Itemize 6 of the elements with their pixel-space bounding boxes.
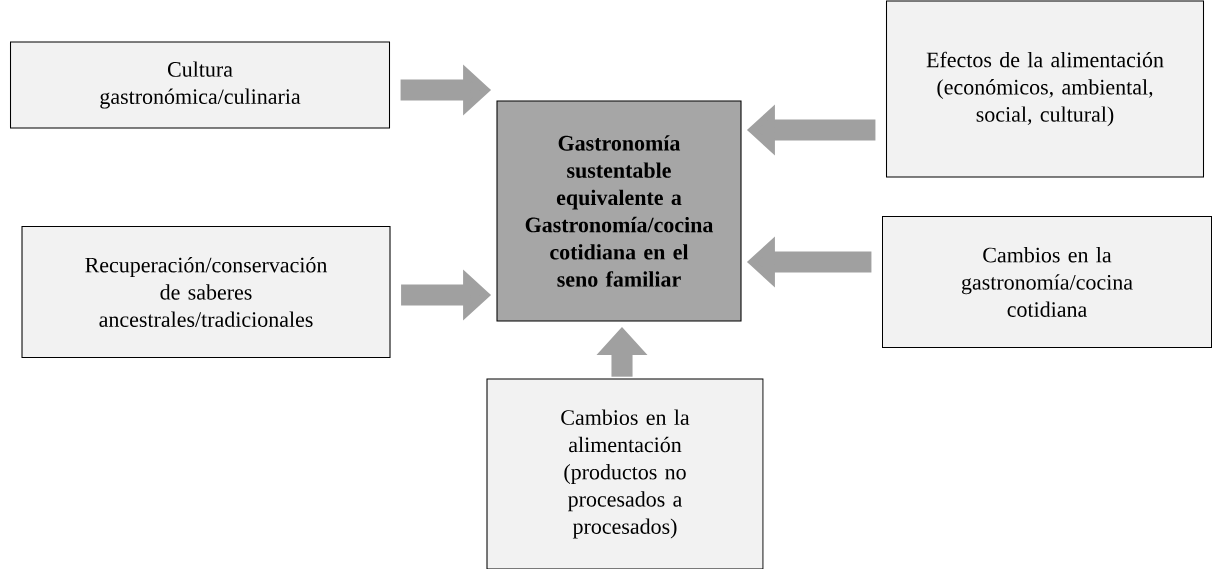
concept-box: Efectos de la alimentación (económicos, ambiental, social, cultural) [886,0,1205,178]
concept-box: Cambios en la gastronomía/cocina cotidiana [881,215,1212,348]
concept-box: Cambios en la alimentación (productos no procesados a procesados) [486,378,764,569]
concept-box: Recuperación/conservación de saberes ancestrales/tradicionales [21,225,391,358]
central-concept-box: Gastronomía sustentable equivalente a Gastronomía/cocina cotidiana en el seno familiar [496,100,742,322]
concept-box: Cultura gastronómica/culinaria [10,41,391,129]
